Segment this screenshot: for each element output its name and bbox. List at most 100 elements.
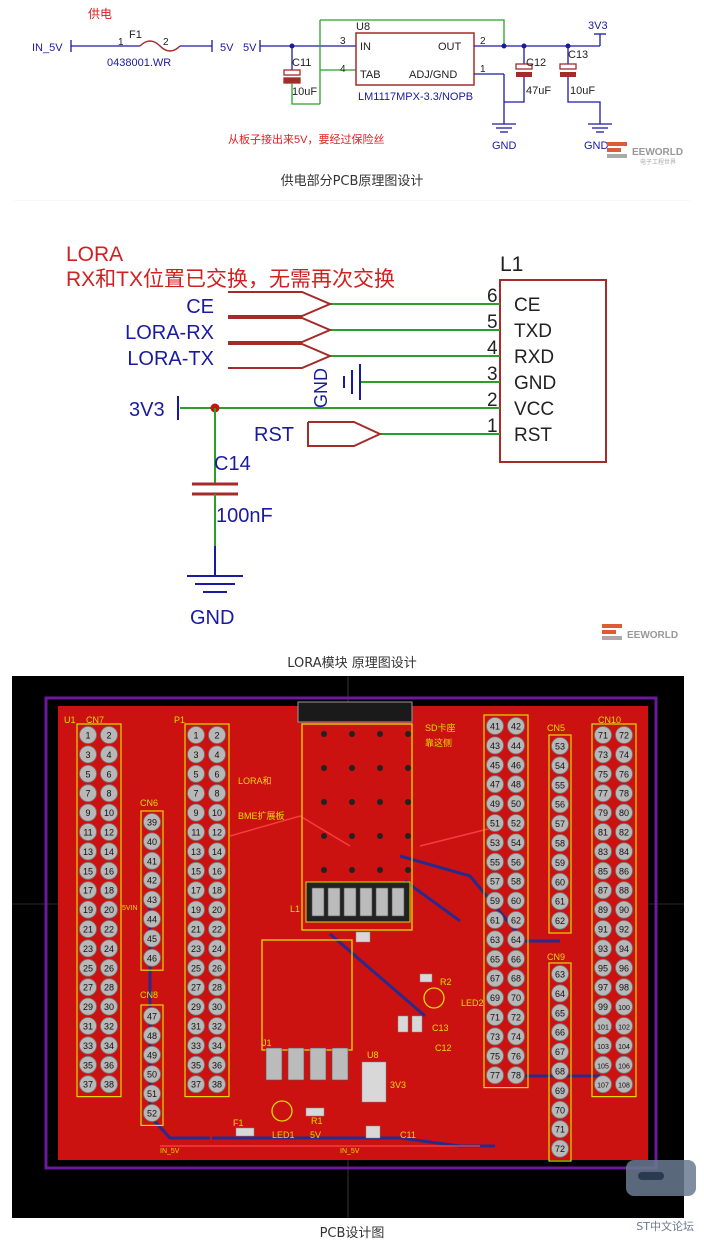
header-pad-header-41-2: 43: [486, 736, 504, 755]
header-pad-cn7-9: 10: [100, 803, 118, 822]
header-pad-header-41-23: 64: [507, 930, 525, 949]
c13-value: 10uF: [570, 85, 595, 97]
pad-label: 66: [555, 1028, 565, 1038]
pad-label: 71: [490, 1013, 500, 1023]
cn10-outline: [591, 723, 637, 1098]
header-pad-p1-7: 8: [208, 784, 226, 803]
header-pad-cn7-16: 17: [79, 881, 97, 900]
header-pad-cn10-11: 82: [615, 823, 633, 841]
port-lora-tx: [228, 343, 333, 369]
pad-label: 32: [212, 1022, 222, 1032]
pad-label: 69: [555, 1086, 565, 1096]
lora-pin-num-5: 5: [487, 312, 498, 333]
header-pad-cn8-2: 49: [143, 1045, 161, 1064]
pad-label: 50: [511, 799, 521, 809]
header-pad-cn9-6: 69: [551, 1081, 569, 1100]
silk-j1: J1: [262, 1038, 272, 1048]
pad-label: 47: [147, 1012, 157, 1022]
header-pad-cn8-4: 51: [143, 1084, 161, 1103]
reg-num-3: 3: [340, 36, 346, 47]
pad-label: 29: [83, 1002, 93, 1012]
header-pad-header-41-14: 55: [486, 852, 504, 871]
l1-pad: [343, 887, 357, 917]
header-pad-cn7-21: 22: [100, 920, 118, 938]
c12-ref: C12: [526, 57, 546, 69]
header-pad-header-41-26: 67: [486, 969, 504, 988]
pad-label: 29: [191, 1002, 201, 1012]
fuse-part: 0438001.WR: [107, 57, 171, 69]
eeworld-logo-icon-2: [602, 624, 622, 640]
header-pad-cn7-31: 32: [100, 1017, 118, 1035]
header-pad-cn7-10: 11: [79, 823, 97, 841]
gnd-symbol-lora: [187, 575, 243, 593]
l1-pad: [311, 887, 325, 917]
pad-label: 56: [555, 800, 565, 810]
net-3v3: 3V3: [588, 20, 608, 32]
pad-label: 54: [511, 838, 521, 848]
header-pad-cn7-34: 35: [79, 1055, 97, 1074]
pad-label: 52: [147, 1109, 157, 1119]
led1-outline: [271, 1100, 293, 1122]
c11-value: 10uF: [292, 86, 317, 98]
net-5v-a: 5V: [220, 42, 234, 54]
pad-label: 71: [555, 1125, 565, 1135]
header-pad-p1-19: 20: [208, 900, 226, 919]
pad-label: 25: [83, 963, 93, 973]
pad-label: 57: [555, 819, 565, 829]
header-pad-cn7-35: 36: [100, 1055, 118, 1074]
pad-label: 90: [619, 905, 629, 915]
net-lora-rx: LORA-RX: [125, 322, 214, 344]
header-pad-header-41-6: 47: [486, 775, 504, 794]
pad-label: 4: [214, 750, 219, 760]
header-pad-p1-9: 10: [208, 803, 226, 822]
pad-label: 12: [104, 828, 114, 838]
reg-num-2: 2: [480, 36, 486, 47]
l1-pad: [359, 887, 373, 917]
pad-label: 55: [490, 857, 500, 867]
cn9-outline: [548, 962, 572, 1162]
pad-label: 108: [618, 1083, 630, 1090]
header-pad-header-41-7: 48: [507, 775, 525, 794]
pad-label: 30: [212, 1002, 222, 1012]
header-pad-cn9-0: 63: [551, 965, 569, 983]
header-pad-cn10-4: 75: [594, 764, 612, 783]
j1-pad: [287, 1047, 305, 1081]
header-pad-cn8-5: 52: [143, 1104, 161, 1122]
header-pad-header-41-34: 75: [486, 1046, 504, 1065]
header-pad-cn7-32: 33: [79, 1036, 97, 1055]
silk-p1: P1: [174, 715, 185, 725]
module-via: [349, 867, 355, 873]
header-pad-p1-22: 23: [187, 939, 205, 958]
pad-label: 37: [83, 1080, 93, 1090]
c13-ref: C13: [568, 49, 588, 61]
smd-r2: [419, 973, 433, 983]
pad-label: 25: [191, 963, 201, 973]
silk-in5v-b: IN_5V: [340, 1148, 360, 1155]
pad-label: 86: [619, 866, 629, 876]
header-pad-cn7-27: 28: [100, 978, 118, 997]
header-pad-cn10-30: 101: [594, 1017, 612, 1035]
header-pad-p1-18: 19: [187, 900, 205, 919]
header-pad-cn10-24: 95: [594, 958, 612, 977]
pad-label: 9: [193, 808, 198, 818]
header-pad-cn7-1: 2: [100, 726, 118, 744]
lora-pin-name-gnd: GND: [514, 373, 556, 394]
header-pad-cn10-27: 98: [615, 978, 633, 997]
header-pad-header-41-15: 56: [507, 852, 525, 871]
header-41-outline: [483, 714, 529, 1089]
st-watermark: ST中文论坛: [636, 1220, 694, 1233]
pad-label: 24: [104, 944, 114, 954]
lora-pin-3: 3 GND: [360, 364, 556, 394]
pad-label: 76: [511, 1051, 521, 1061]
pad-label: 48: [147, 1031, 157, 1041]
pad-label: 53: [490, 838, 500, 848]
st-logo-icon: [626, 1160, 696, 1196]
pad-label: 67: [490, 974, 500, 984]
pcb-caption: PCB设计图: [319, 1226, 385, 1241]
header-pad-p1-8: 9: [187, 803, 205, 822]
pad-label: 107: [597, 1083, 609, 1090]
header-pad-header-41-11: 52: [507, 814, 525, 832]
pad-label: 76: [619, 769, 629, 779]
header-pad-p1-25: 26: [208, 958, 226, 977]
header-pad-cn7-8: 9: [79, 803, 97, 822]
